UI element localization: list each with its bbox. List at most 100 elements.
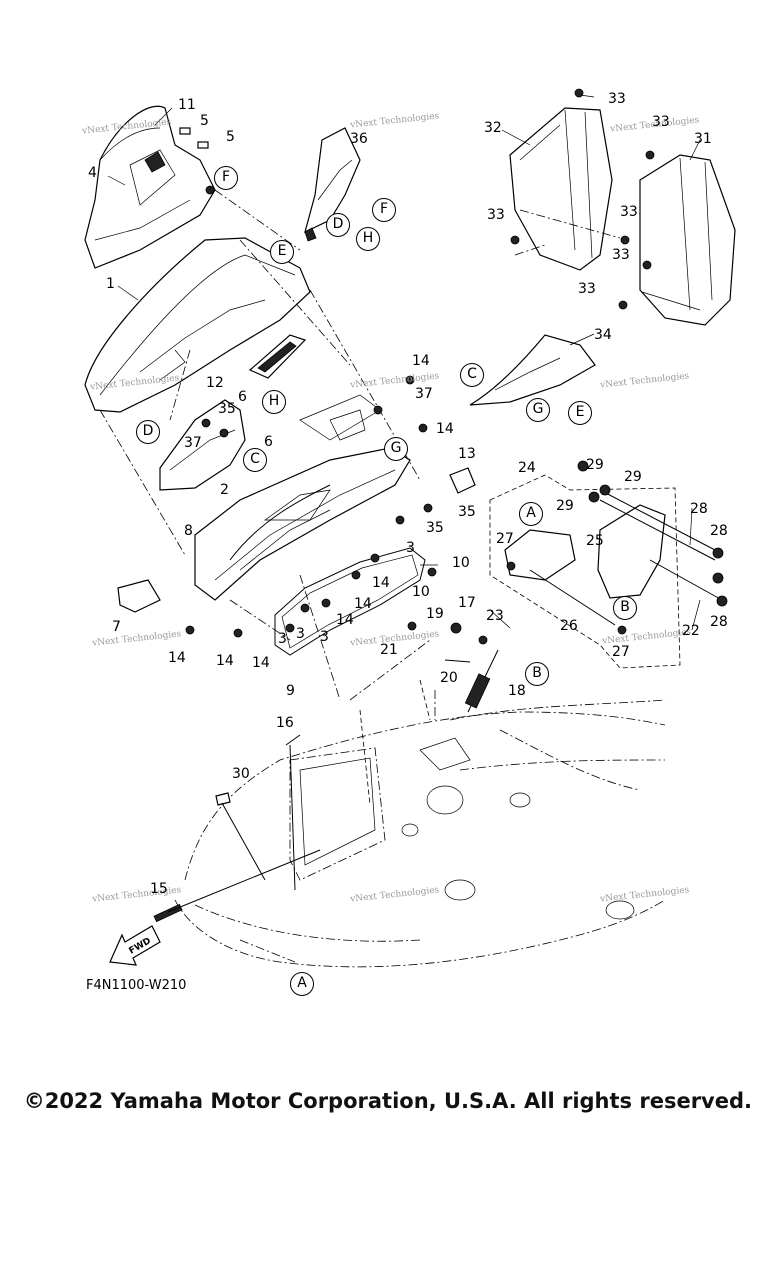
stripe-15 <box>153 903 183 923</box>
reference-a: A <box>290 972 314 996</box>
callout-14: 14 <box>336 612 354 628</box>
fasteners <box>185 88 728 645</box>
reference-d: D <box>136 420 160 444</box>
callout-37: 37 <box>184 435 202 451</box>
rubber-block <box>449 467 476 494</box>
storage-bin <box>194 394 411 601</box>
callout-17: 17 <box>458 595 476 611</box>
pad <box>117 579 161 613</box>
callout-6: 6 <box>264 434 273 450</box>
callout-14: 14 <box>412 353 430 369</box>
callout-14: 14 <box>252 655 270 671</box>
callout-10: 10 <box>412 584 430 600</box>
callout-7: 7 <box>112 619 121 635</box>
callout-33: 33 <box>612 247 630 263</box>
callout-28: 28 <box>690 501 708 517</box>
air-duct <box>469 334 596 406</box>
callout-28: 28 <box>710 614 728 630</box>
callout-4: 4 <box>88 165 97 181</box>
leader-lines <box>107 94 701 631</box>
callout-23: 23 <box>486 608 504 624</box>
gas-strut <box>464 649 499 713</box>
callout-14: 14 <box>436 421 454 437</box>
reference-g: G <box>384 437 408 461</box>
callout-12: 12 <box>206 375 224 391</box>
callout-3: 3 <box>278 631 287 647</box>
fwd-arrow: FWD <box>109 925 161 966</box>
callout-35: 35 <box>458 504 476 520</box>
hull-outline <box>174 679 666 968</box>
callout-6: 6 <box>238 389 247 405</box>
callout-35: 35 <box>426 520 444 536</box>
front-hood-cover <box>84 105 216 269</box>
callout-5: 5 <box>226 129 235 145</box>
reference-e: E <box>568 401 592 425</box>
reference-a: A <box>519 502 543 526</box>
copyright-notice: ©2022 Yamaha Motor Corporation, U.S.A. A… <box>23 1089 752 1113</box>
callout-32: 32 <box>484 120 502 136</box>
drawing-code: F4N1100-W210 <box>86 978 187 993</box>
callout-18: 18 <box>508 683 526 699</box>
side-panel-left <box>509 107 613 271</box>
callout-3: 3 <box>320 629 329 645</box>
vent-grille <box>248 334 307 379</box>
reference-e: E <box>270 240 294 264</box>
deck-hood <box>84 237 311 413</box>
reference-b: B <box>613 596 637 620</box>
reference-g: G <box>526 398 550 422</box>
callout-19: 19 <box>426 606 444 622</box>
callout-21: 21 <box>380 642 398 658</box>
reference-f: F <box>214 166 238 190</box>
reference-c: C <box>460 363 484 387</box>
callout-24: 24 <box>518 460 536 476</box>
callout-10: 10 <box>452 555 470 571</box>
callout-9: 9 <box>286 683 295 699</box>
callout-26: 26 <box>560 618 578 634</box>
callout-37: 37 <box>415 386 433 402</box>
parts-diagram: FWD <box>84 88 736 968</box>
reference-b: B <box>525 662 549 686</box>
lock-bracket-assembly <box>489 474 723 669</box>
callout-29: 29 <box>586 457 604 473</box>
callout-27: 27 <box>496 531 514 547</box>
callout-30: 30 <box>232 766 250 782</box>
callout-36: 36 <box>350 131 368 147</box>
callout-3: 3 <box>296 626 305 642</box>
callout-14: 14 <box>372 575 390 591</box>
callout-31: 31 <box>694 131 712 147</box>
callout-20: 20 <box>440 670 458 686</box>
callout-22: 22 <box>682 623 700 639</box>
callout-34: 34 <box>594 327 612 343</box>
callout-8: 8 <box>184 523 193 539</box>
callout-13: 13 <box>458 446 476 462</box>
side-panel-right <box>639 154 736 326</box>
callout-16: 16 <box>276 715 294 731</box>
callout-14: 14 <box>216 653 234 669</box>
reference-f: F <box>372 198 396 222</box>
callout-2: 2 <box>220 482 229 498</box>
reference-h: H <box>262 390 286 414</box>
callout-33: 33 <box>608 91 626 107</box>
clip-5a <box>179 127 191 135</box>
callout-1: 1 <box>106 276 115 292</box>
reference-h: H <box>356 227 380 251</box>
callout-33: 33 <box>652 114 670 130</box>
callout-27: 27 <box>612 644 630 660</box>
callout-33: 33 <box>487 207 505 223</box>
screw-30 <box>215 792 231 806</box>
callout-25: 25 <box>586 533 604 549</box>
callout-14: 14 <box>168 650 186 666</box>
callout-14: 14 <box>354 596 372 612</box>
hatch-gasket <box>274 547 426 656</box>
callout-5: 5 <box>200 113 209 129</box>
callout-28: 28 <box>710 523 728 539</box>
reference-c: C <box>243 448 267 472</box>
reference-d: D <box>326 213 350 237</box>
clip-5b <box>197 141 209 149</box>
hatch-side-cover <box>304 127 361 242</box>
callout-3: 3 <box>406 540 415 556</box>
callout-29: 29 <box>624 469 642 485</box>
strut-pin <box>444 659 471 663</box>
callout-11: 11 <box>178 97 196 113</box>
callout-33: 33 <box>578 281 596 297</box>
